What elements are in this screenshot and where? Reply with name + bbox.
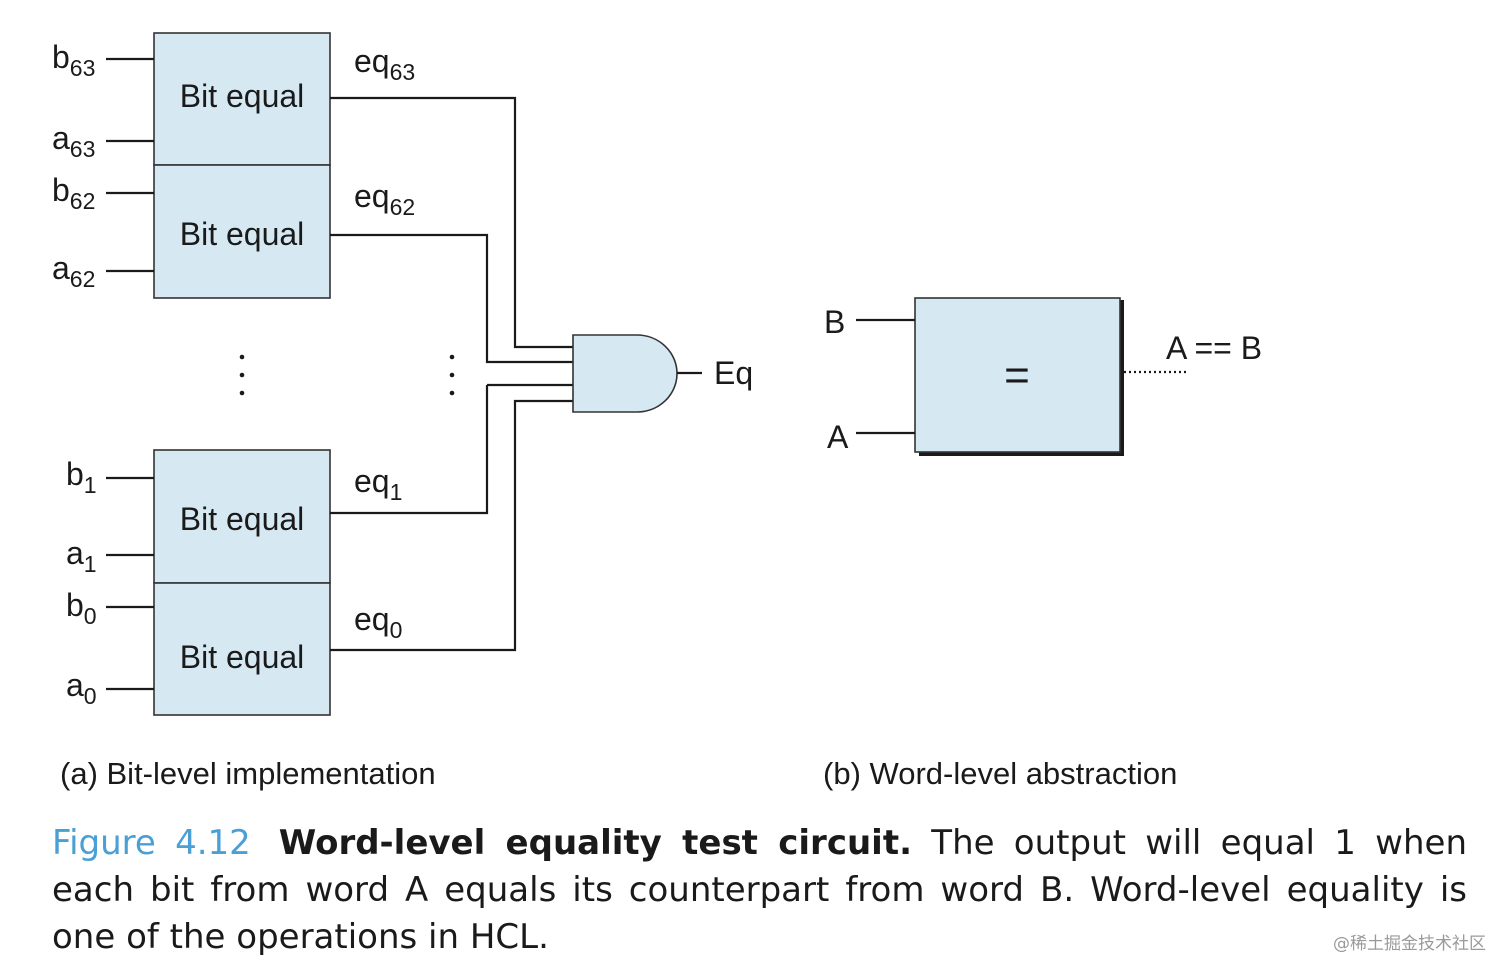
figure-caption-body: The output will equal 1 when each bit fr… [52,823,1467,957]
output-label-eq63: eq63 [354,43,415,85]
input-label-a62: a62 [52,250,95,292]
input-wires [106,57,154,691]
bit-equal-label-62: Bit equal [180,216,305,252]
input-label-b0: b0 [66,587,97,629]
input-label-b63: b63 [52,39,95,81]
input-label-b62: b62 [52,172,95,214]
panel-caption-b: (b) Word-level abstraction [823,756,1177,791]
word-input-b-label: B [824,304,845,340]
bit-equal-block-1 [153,449,331,584]
output-label-eq62: eq62 [354,178,415,220]
word-input-a-label: A [827,419,849,455]
bit-equal-label-63: Bit equal [180,78,305,114]
figure-title: Word-level equality test circuit. [278,823,913,863]
panel-caption-a: (a) Bit-level implementation [60,756,436,791]
word-output-label: A == B [1166,330,1262,366]
and-gate-output-label: Eq [714,355,753,391]
input-label-a0: a0 [66,667,97,709]
input-label-a63: a63 [52,120,95,162]
vertical-ellipsis-wires [449,354,455,396]
output-label-eq0: eq0 [354,601,402,643]
bit-equal-block-62 [153,164,331,299]
output-label-eq1: eq1 [354,463,402,505]
figure-number: Figure 4.12 [52,823,251,863]
input-label-a1: a1 [66,535,97,577]
and-gate [572,334,678,413]
bit-equal-block-63 [153,32,331,166]
watermark: @稀土掘金技术社区 [1333,934,1486,954]
word-level-equality-diagram: Bit equal Bit equal Bit equal Bit equal … [52,32,1262,791]
vertical-ellipsis-blocks [239,354,245,396]
bit-equal-label-0: Bit equal [180,639,305,675]
input-label-b1: b1 [66,456,97,498]
bit-equal-label-1: Bit equal [180,501,305,537]
output-wires [330,96,573,652]
figure-caption: Figure 4.12 Word-level equality test circ… [52,820,1467,961]
equals-symbol: = [1004,351,1030,400]
word-level-equal-block [914,297,1121,453]
bit-equal-block-0 [153,582,331,716]
word-level-block-shadow [919,300,1124,456]
